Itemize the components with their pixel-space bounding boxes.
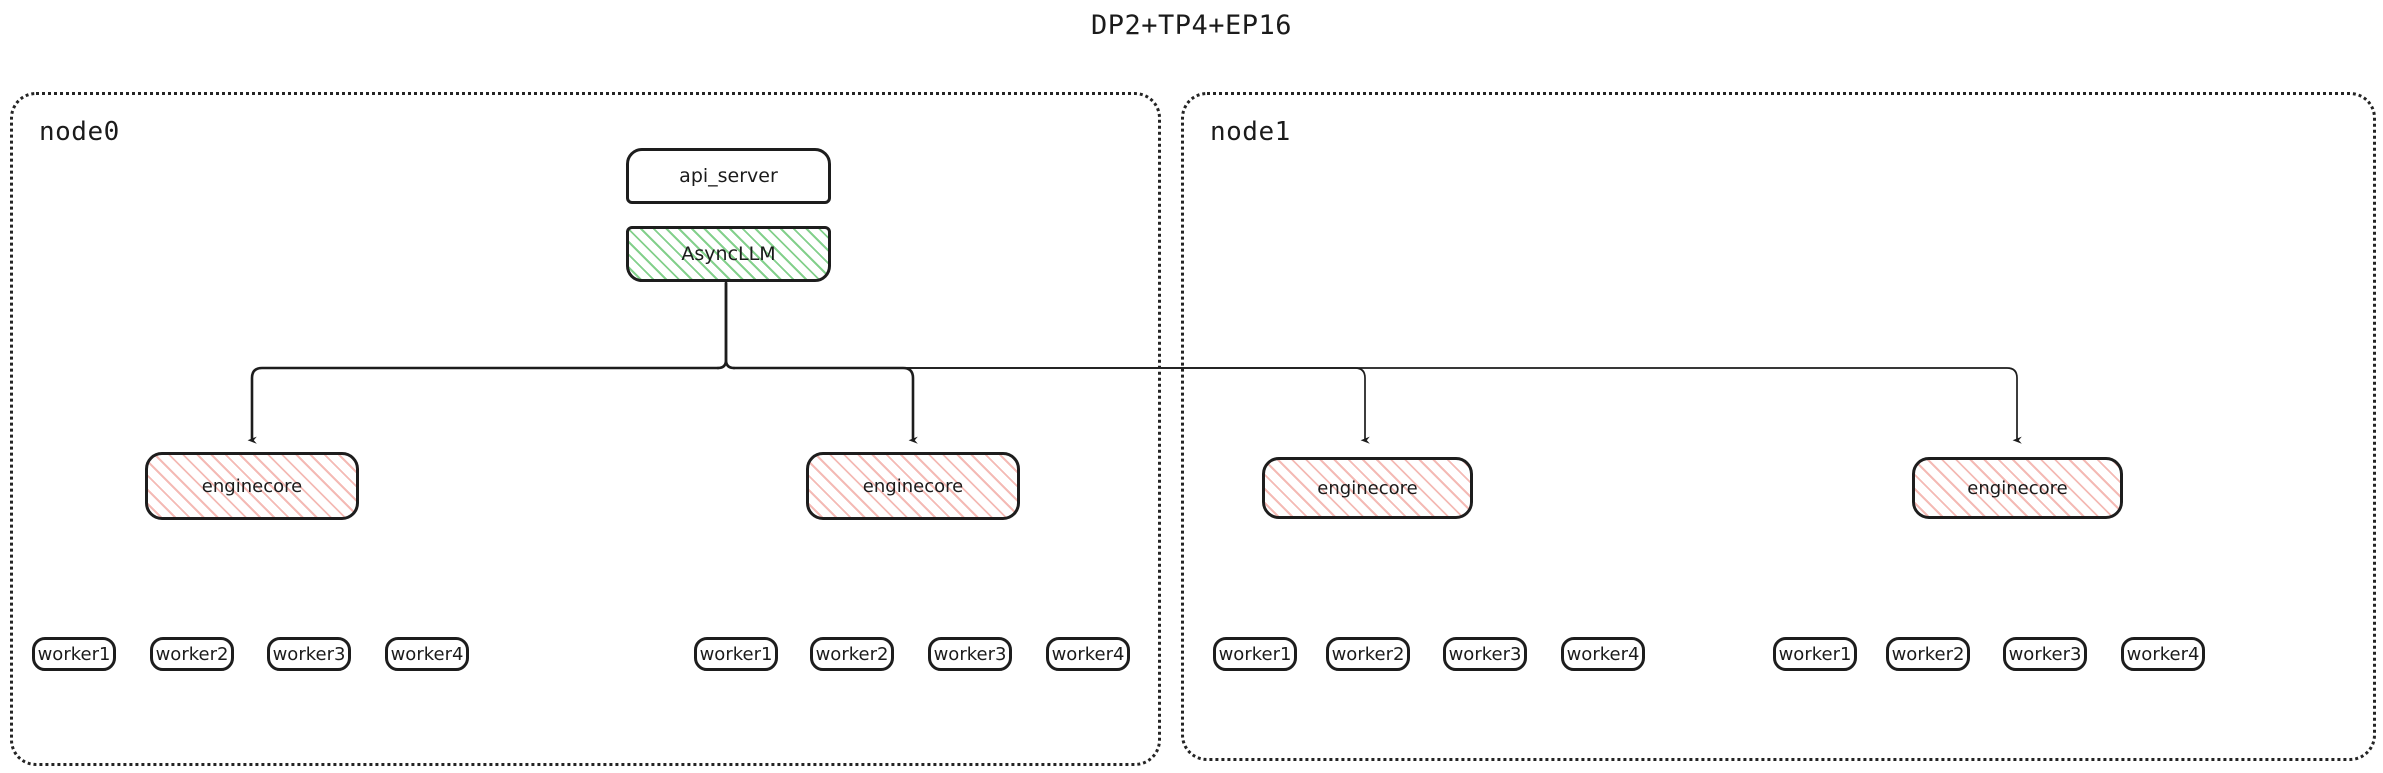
worker-box-node1-g0-1[interactable]: worker2 (1326, 637, 1410, 671)
async-llm-label: AsyncLLM (681, 243, 776, 265)
worker-box-node0-g1-0[interactable]: worker1 (694, 637, 778, 671)
worker-box-node0-g0-2[interactable]: worker3 (267, 637, 351, 671)
node-group-node1: node1 (1181, 92, 2376, 761)
worker-label: worker3 (933, 643, 1007, 665)
node-label-node1: node1 (1210, 117, 1291, 147)
worker-box-node1-g1-1[interactable]: worker2 (1886, 637, 1970, 671)
worker-label: worker1 (1218, 643, 1292, 665)
worker-label: worker3 (2008, 643, 2082, 665)
enginecore-box-node0-1[interactable]: enginecore (806, 452, 1020, 520)
async-llm-box[interactable]: AsyncLLM (626, 226, 831, 282)
worker-label: worker2 (1331, 643, 1405, 665)
worker-label: worker1 (37, 643, 111, 665)
page-title: DP2+TP4+EP16 (1090, 10, 1293, 41)
worker-label: worker3 (272, 643, 346, 665)
worker-label: worker1 (699, 643, 773, 665)
worker-label: worker4 (390, 643, 464, 665)
enginecore-label: enginecore (862, 475, 964, 497)
enginecore-box-node0-0[interactable]: enginecore (145, 452, 359, 520)
worker-box-node1-g1-2[interactable]: worker3 (2003, 637, 2087, 671)
worker-label: worker1 (1778, 643, 1852, 665)
worker-box-node1-g0-3[interactable]: worker4 (1561, 637, 1645, 671)
worker-label: worker4 (1051, 643, 1125, 665)
worker-label: worker2 (155, 643, 229, 665)
worker-box-node1-g0-2[interactable]: worker3 (1443, 637, 1527, 671)
enginecore-box-node1-0[interactable]: enginecore (1262, 457, 1473, 519)
node-group-node0: node0 (10, 92, 1161, 766)
worker-box-node0-g1-1[interactable]: worker2 (810, 637, 894, 671)
api-server-label: api_server (679, 165, 778, 187)
worker-label: worker4 (2126, 643, 2200, 665)
enginecore-box-node1-1[interactable]: enginecore (1912, 457, 2123, 519)
worker-label: worker2 (815, 643, 889, 665)
worker-box-node0-g0-0[interactable]: worker1 (32, 637, 116, 671)
worker-box-node0-g0-3[interactable]: worker4 (385, 637, 469, 671)
api-server-box[interactable]: api_server (626, 148, 831, 204)
enginecore-label: enginecore (1317, 477, 1418, 499)
worker-box-node0-g0-1[interactable]: worker2 (150, 637, 234, 671)
enginecore-label: enginecore (1967, 477, 2068, 499)
node-label-node0: node0 (39, 117, 120, 147)
enginecore-label: enginecore (201, 475, 303, 497)
worker-box-node1-g0-0[interactable]: worker1 (1213, 637, 1297, 671)
worker-box-node0-g1-2[interactable]: worker3 (928, 637, 1012, 671)
worker-label: worker4 (1566, 643, 1640, 665)
worker-box-node1-g1-3[interactable]: worker4 (2121, 637, 2205, 671)
worker-label: worker3 (1448, 643, 1522, 665)
worker-box-node1-g1-0[interactable]: worker1 (1773, 637, 1857, 671)
worker-box-node0-g1-3[interactable]: worker4 (1046, 637, 1130, 671)
worker-label: worker2 (1891, 643, 1965, 665)
